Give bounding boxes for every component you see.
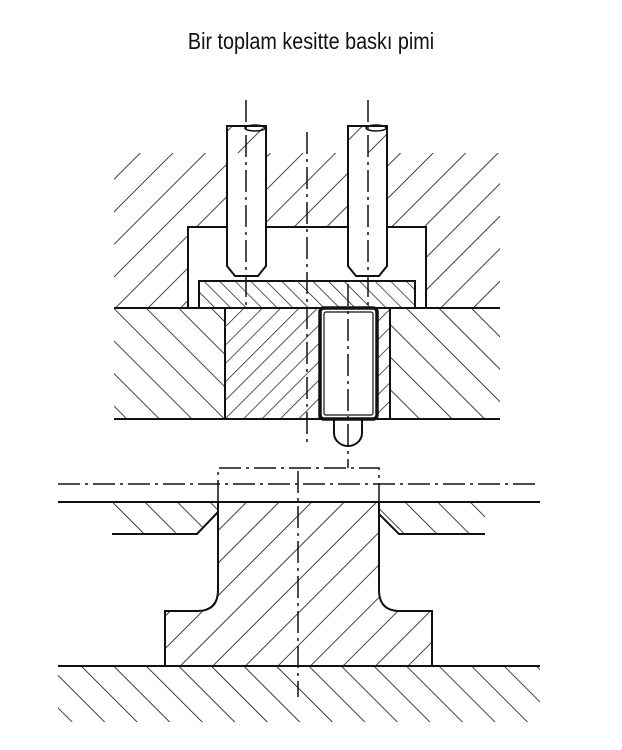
pressure-plate xyxy=(198,280,416,309)
base-plate xyxy=(58,665,540,722)
punch xyxy=(164,471,433,697)
ejector-pin-left xyxy=(226,100,267,308)
stripper-plates xyxy=(58,501,540,535)
ejector-pin-right xyxy=(347,100,388,308)
drawing-title: Bir toplam kesitte baskı pimi xyxy=(187,28,435,54)
part-outline xyxy=(58,467,540,502)
pressure-pin xyxy=(318,284,379,468)
